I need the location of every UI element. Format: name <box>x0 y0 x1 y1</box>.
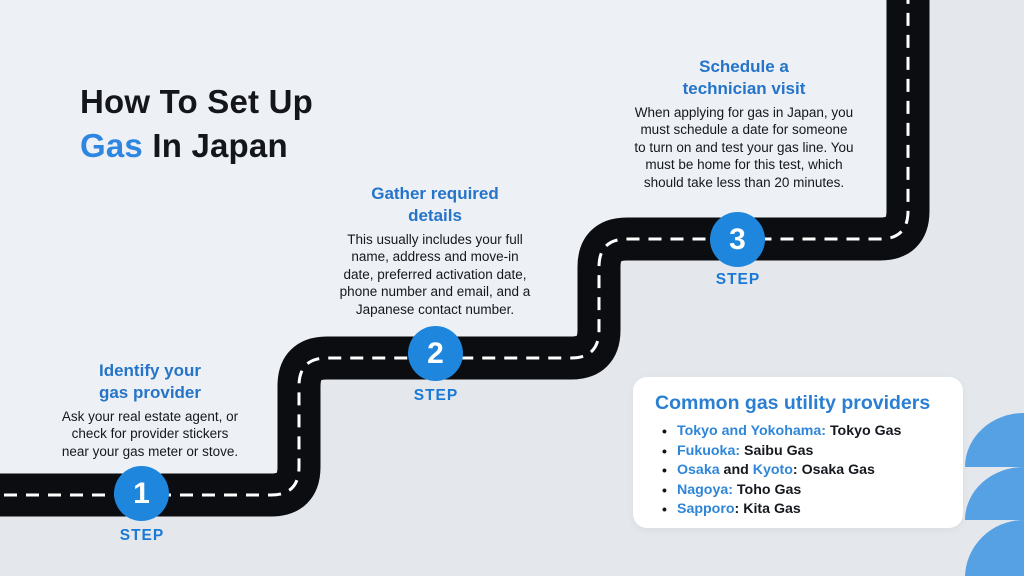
step-1-heading-line: gas provider <box>98 382 202 402</box>
title-line-2-rest: In Japan <box>142 127 288 164</box>
step-3-heading-line: Schedule a <box>699 57 789 76</box>
step-3-label: STEP <box>715 271 761 288</box>
providers-card: Common gas utility providers Tokyo and Y… <box>633 377 963 528</box>
step-2-body-line: name, address and move-in <box>351 249 519 265</box>
step-3-body-line: to turn on and test your gas line. You <box>634 139 854 155</box>
step-3-body-line: When applying for gas in Japan, you <box>634 105 854 120</box>
step-1-heading-line: Identify your <box>98 361 201 380</box>
step-2-heading-line: details <box>408 205 462 225</box>
step-2-body-line: Japanese contact number. <box>355 301 515 317</box>
step-1-label: STEP <box>119 527 165 544</box>
step-1-body-line: near your gas meter or stove. <box>61 443 239 459</box>
step-3-number: 3 <box>729 222 746 256</box>
provider-name: and <box>719 462 753 479</box>
title-line-1: How To Set Up <box>80 83 313 120</box>
road-center-dashes <box>0 0 910 497</box>
provider-name: Saibu Gas <box>740 442 814 459</box>
step-1-body: Ask your real estate agent, or check for… <box>10 408 290 460</box>
provider-city: Sapporo <box>677 501 735 518</box>
providers-title: Common gas utility providers <box>655 392 931 414</box>
step-3-body-line: must be home for this test, which <box>645 157 843 173</box>
step-1-number: 1 <box>133 476 150 510</box>
step-3-text-block: Schedule a technician visit When applyin… <box>604 56 884 191</box>
title-gas-highlight: Gas <box>80 127 143 164</box>
step-1-body-line: Ask your real estate agent, or <box>61 409 239 424</box>
step-3-body-line: should take less than 20 minutes. <box>643 174 845 190</box>
provider-name: : Osaka Gas <box>792 462 875 479</box>
provider-name: Toho Gas <box>732 481 802 498</box>
provider-list: Tokyo and Yokohama: Tokyo GasFukuoka: Sa… <box>655 422 943 520</box>
step-3-body-line: must schedule a date for someone <box>640 122 848 138</box>
provider-item: Fukuoka: Saibu Gas <box>655 442 943 462</box>
step-1-body-line: check for provider stickers <box>71 426 229 442</box>
provider-item: Tokyo and Yokohama: Tokyo Gas <box>655 422 943 442</box>
step-3-marker: 3 <box>710 212 765 267</box>
step-2-label: STEP <box>413 387 459 404</box>
provider-item: Sapporo: Kita Gas <box>655 500 943 520</box>
page-title: How To Set Up Gas In Japan <box>80 80 313 168</box>
inside-region-fill <box>0 0 908 495</box>
provider-item: Osaka and Kyoto: Osaka Gas <box>655 461 943 481</box>
provider-item: Nagoya: Toho Gas <box>655 481 943 501</box>
step-2-body: This usually includes your full name, ad… <box>295 231 575 318</box>
step-2-text-block: Gather required details This usually inc… <box>295 183 575 318</box>
provider-city: Tokyo and Yokohama: <box>677 423 826 439</box>
step-2-heading-line: Gather required <box>371 184 499 203</box>
step-2-body-line: phone number and email, and a <box>339 284 531 300</box>
provider-city: Osaka <box>677 462 720 479</box>
step-3-heading: Schedule a technician visit <box>604 56 884 99</box>
step-1-heading: Identify your gas provider <box>10 360 290 403</box>
provider-name: Tokyo Gas <box>826 423 902 439</box>
step-2-body-line: This usually includes your full <box>347 232 523 247</box>
provider-city: Kyoto <box>752 462 793 479</box>
step-3-heading-line: technician visit <box>682 78 806 98</box>
step-2-heading: Gather required details <box>295 183 575 226</box>
provider-city: Fukuoka: <box>677 442 741 459</box>
step-1-text-block: Identify your gas provider Ask your real… <box>10 360 290 460</box>
step-1-marker: 1 <box>114 466 169 521</box>
step-3-body: When applying for gas in Japan, you must… <box>604 104 884 191</box>
provider-city: Nagoya: <box>677 481 733 498</box>
step-2-body-line: date, preferred activation date, <box>343 266 527 282</box>
step-2-number: 2 <box>427 336 444 370</box>
title-line-2: Gas In Japan <box>80 124 313 168</box>
provider-name: : Kita Gas <box>734 501 801 518</box>
step-2-marker: 2 <box>408 326 463 381</box>
